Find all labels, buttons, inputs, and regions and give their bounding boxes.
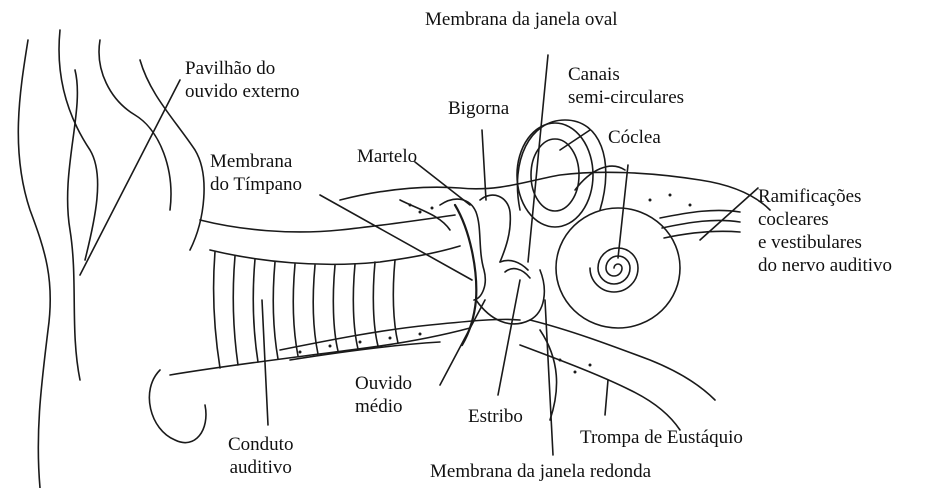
pinna-lobe	[149, 370, 206, 443]
label-martelo: Martelo	[357, 145, 417, 168]
canal-upper-wall	[200, 215, 455, 232]
leader-pavilhao	[80, 80, 180, 275]
temporal-bone-top	[340, 172, 770, 210]
label-canais-line2: semi-circulares	[568, 86, 684, 109]
leader-ouvido-medio	[440, 300, 485, 385]
label-pavilhao-line1: Pavilhão do	[185, 57, 300, 80]
leader-ramificacoes	[700, 188, 758, 240]
label-timpano-line2: do Tímpano	[210, 173, 302, 196]
incus	[480, 195, 510, 262]
label-ouvido-medio: Ouvido médio	[355, 372, 412, 418]
leader-trompa	[605, 380, 608, 415]
stapes	[500, 260, 530, 278]
pinna-fold-1	[59, 30, 98, 260]
leader-janela-redonda	[545, 300, 553, 455]
label-canais-line1: Canais	[568, 63, 684, 86]
label-estribo: Estribo	[468, 405, 523, 428]
label-janela-redonda: Membrana da janela redonda	[430, 460, 651, 483]
pinna-outline	[18, 40, 50, 488]
leader-conduto	[262, 300, 268, 425]
label-bigorna: Bigorna	[448, 97, 509, 120]
canal-lower-wall	[170, 328, 470, 375]
cochlea-spiral	[590, 248, 638, 292]
label-pavilhao: Pavilhão do ouvido externo	[185, 57, 300, 103]
leader-canais	[560, 130, 590, 150]
label-ramificacoes-line1: Ramificações	[758, 185, 892, 208]
label-ramificacoes: Ramificações cocleares e vestibulares do…	[758, 185, 892, 277]
label-coclea: Cóclea	[608, 126, 661, 149]
leader-martelo	[415, 162, 470, 205]
leader-bigorna	[482, 130, 486, 200]
pinna-fold-4	[68, 70, 80, 380]
label-conduto-line2: auditivo	[228, 456, 293, 479]
label-trompa: Trompa de Eustáquio	[580, 426, 743, 449]
eustachian-tube-lower	[520, 345, 680, 430]
leader-estribo	[498, 280, 520, 395]
leader-janela-oval	[528, 55, 548, 262]
label-ramificacoes-line3: e vestibulares	[758, 231, 892, 254]
label-timpano: Membrana do Tímpano	[210, 150, 302, 196]
pinna-fold-2	[99, 40, 171, 210]
label-canais: Canais semi-circulares	[568, 63, 684, 109]
canal-skin	[210, 246, 460, 264]
middle-ear-cavity	[476, 270, 544, 324]
cochlea-outer	[556, 208, 680, 328]
leader-timpano	[320, 195, 472, 280]
label-conduto-line1: Conduto	[228, 433, 293, 456]
label-ramificacoes-line4: do nervo auditivo	[758, 254, 892, 277]
label-ouvido-medio-line2: médio	[355, 395, 412, 418]
label-conduto: Conduto auditivo	[228, 433, 293, 479]
label-timpano-line1: Membrana	[210, 150, 302, 173]
leader-coclea	[618, 165, 628, 258]
label-pavilhao-line2: ouvido externo	[185, 80, 300, 103]
label-janela-oval: Membrana da janela oval	[425, 8, 618, 31]
label-ouvido-medio-line1: Ouvido	[355, 372, 412, 395]
label-ramificacoes-line2: cocleares	[758, 208, 892, 231]
